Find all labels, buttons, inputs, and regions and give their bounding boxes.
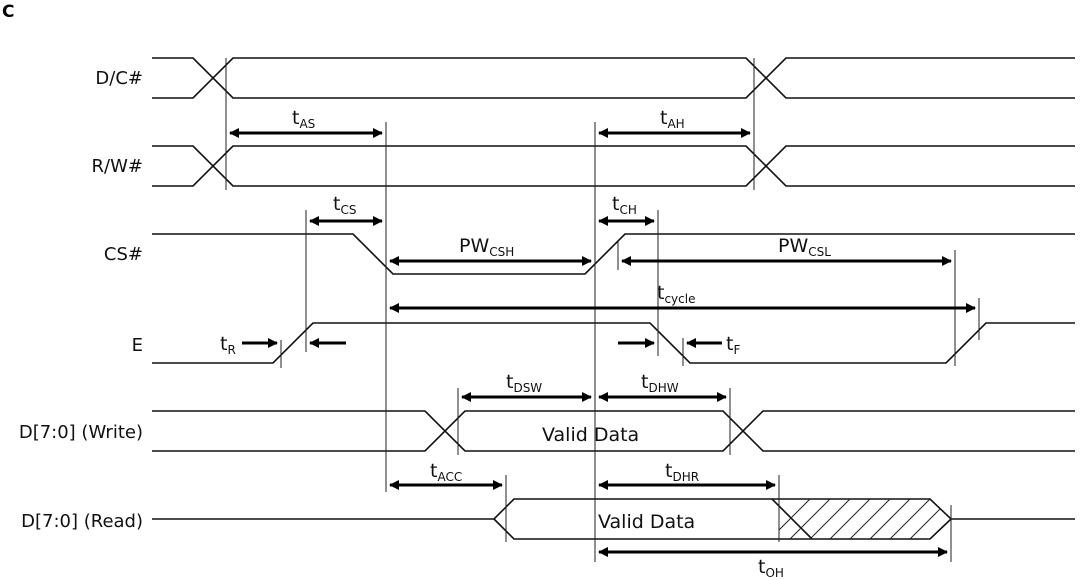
- label-tf: tF: [726, 333, 740, 357]
- label-toh: tOH: [758, 556, 784, 580]
- waveform-dc: [152, 58, 1075, 98]
- label-tacc: tACC: [430, 460, 462, 484]
- signal-label-dread: D[7:0] (Read): [21, 511, 143, 532]
- label-tch: tCH: [612, 193, 637, 217]
- waveform-rw: [152, 146, 1075, 186]
- label-tdhw: tDHW: [641, 371, 679, 395]
- label-pwcsl: PWCSL: [778, 235, 831, 259]
- label-tr: tR: [220, 333, 236, 357]
- timing-arrows: [230, 133, 975, 552]
- hatched-region: [770, 499, 950, 539]
- signal-label-rw: R/W#: [92, 156, 143, 177]
- write-valid-data-label: Valid Data: [542, 424, 639, 446]
- waveform-cs: [152, 234, 1075, 274]
- signal-label-e: E: [132, 335, 143, 356]
- label-pwcsh: PWCSH: [459, 235, 514, 259]
- label-tcycle: tcycle: [657, 282, 695, 306]
- label-tdsw: tDSW: [506, 371, 542, 395]
- label-tah: tAH: [660, 107, 685, 131]
- signal-label-dc: D/C#: [95, 68, 143, 89]
- read-valid-data-label: Valid Data: [598, 511, 695, 533]
- signal-label-dwrite: D[7:0] (Write): [19, 422, 143, 443]
- label-tdhr: tDHR: [665, 460, 699, 484]
- signal-label-cs: CS#: [104, 244, 143, 265]
- label-tas: tAS: [292, 107, 315, 131]
- label-tcs: tCS: [333, 193, 356, 217]
- waveform-e: [152, 323, 1075, 363]
